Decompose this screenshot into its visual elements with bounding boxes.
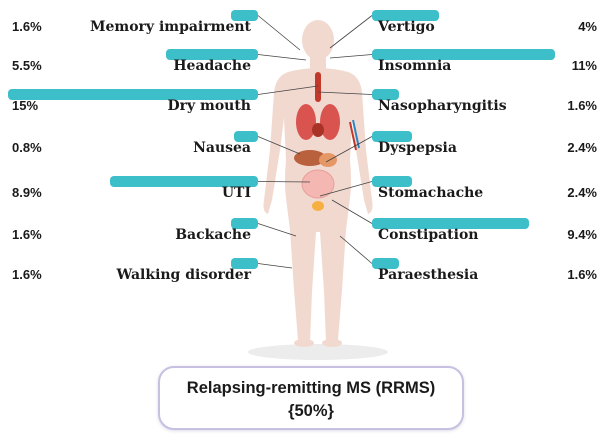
human-body-illustration bbox=[248, 20, 388, 360]
value-label-walking-disorder: 1.6% bbox=[12, 267, 42, 282]
leader-line-memory-impairment bbox=[257, 15, 301, 51]
leader-line-insomnia bbox=[329, 54, 373, 59]
category-label-insomnia: Insomnia bbox=[378, 58, 452, 74]
leader-line-dry-mouth bbox=[257, 85, 319, 95]
value-label-dry-mouth: 15% bbox=[12, 98, 39, 113]
liver bbox=[294, 150, 326, 166]
bar-constipation bbox=[372, 218, 529, 229]
value-label-nausea: 0.8% bbox=[12, 140, 42, 155]
trachea bbox=[315, 72, 321, 102]
bar-paraesthesia bbox=[372, 258, 399, 269]
leader-lines bbox=[257, 15, 373, 269]
bladder bbox=[312, 201, 324, 211]
category-label-dyspepsia: Dyspepsia bbox=[378, 140, 457, 156]
bar-dry-mouth bbox=[8, 89, 258, 100]
bar-nasopharyngitis bbox=[372, 89, 399, 100]
value-label-insomnia: 11% bbox=[571, 58, 597, 73]
ground-shadow bbox=[248, 344, 388, 360]
caption-box: Relapsing-remitting MS (RRMS) {50%} bbox=[158, 366, 464, 430]
bar-headache bbox=[166, 49, 258, 60]
stomach bbox=[319, 153, 337, 167]
bar-walking-disorder bbox=[231, 258, 258, 269]
leader-line-uti bbox=[257, 181, 311, 183]
category-label-paraesthesia: Paraesthesia bbox=[378, 267, 479, 283]
leader-line-backache bbox=[257, 223, 297, 237]
leader-line-vertigo bbox=[329, 15, 373, 49]
value-label-memory-impairment: 1.6% bbox=[12, 19, 42, 34]
value-label-dyspepsia: 2.4% bbox=[567, 140, 597, 155]
category-label-vertigo: Vertigo bbox=[378, 19, 435, 35]
bar-backache bbox=[231, 218, 258, 229]
value-label-paraesthesia: 1.6% bbox=[567, 267, 597, 282]
vein bbox=[352, 119, 360, 149]
value-label-backache: 1.6% bbox=[12, 227, 42, 242]
category-label-dry-mouth: Dry mouth bbox=[167, 98, 251, 114]
left-lung bbox=[296, 104, 316, 140]
head-shape bbox=[302, 20, 334, 60]
value-label-vertigo: 4% bbox=[578, 19, 597, 34]
value-label-headache: 5.5% bbox=[12, 58, 42, 73]
category-label-stomachache: Stomachache bbox=[378, 185, 484, 201]
bar-memory-impairment bbox=[231, 10, 258, 21]
category-label-walking-disorder: Walking disorder bbox=[116, 267, 251, 283]
left-foot bbox=[294, 339, 314, 347]
bar-dyspepsia bbox=[372, 131, 412, 142]
bar-uti bbox=[109, 176, 258, 187]
leader-line-stomachache bbox=[319, 181, 373, 197]
right-lung bbox=[320, 104, 340, 140]
category-label-memory-impairment: Memory impairment bbox=[90, 19, 251, 35]
right-foot bbox=[322, 339, 342, 347]
bar-insomnia bbox=[372, 49, 556, 60]
leader-line-headache bbox=[257, 54, 307, 61]
value-label-uti: 8.9% bbox=[12, 185, 42, 200]
category-label-nausea: Nausea bbox=[193, 140, 251, 156]
category-label-nasopharyngitis: Nasopharyngitis bbox=[378, 98, 507, 114]
caption-percentage: {50%} bbox=[288, 402, 334, 420]
leader-line-constipation bbox=[331, 199, 373, 224]
leader-line-dyspepsia bbox=[325, 136, 373, 163]
category-label-uti: UTI bbox=[221, 185, 251, 201]
bar-nausea bbox=[234, 131, 258, 142]
heart bbox=[312, 123, 324, 137]
value-label-nasopharyngitis: 1.6% bbox=[567, 98, 597, 113]
leader-line-nausea bbox=[257, 136, 301, 155]
bar-stomachache bbox=[372, 176, 412, 187]
caption-title: Relapsing-remitting MS (RRMS) bbox=[186, 379, 436, 397]
bar-vertigo bbox=[372, 10, 439, 21]
leader-line-nasopharyngitis bbox=[317, 91, 373, 95]
category-label-backache: Backache bbox=[175, 227, 251, 243]
leader-line-walking-disorder bbox=[257, 263, 293, 269]
intestines bbox=[301, 169, 335, 199]
artery bbox=[349, 121, 357, 151]
leader-line-paraesthesia bbox=[339, 235, 373, 264]
value-label-constipation: 9.4% bbox=[567, 227, 597, 242]
value-label-stomachache: 2.4% bbox=[567, 185, 597, 200]
category-label-constipation: Constipation bbox=[378, 227, 479, 243]
neck-shape bbox=[310, 56, 326, 70]
category-label-headache: Headache bbox=[173, 58, 251, 74]
